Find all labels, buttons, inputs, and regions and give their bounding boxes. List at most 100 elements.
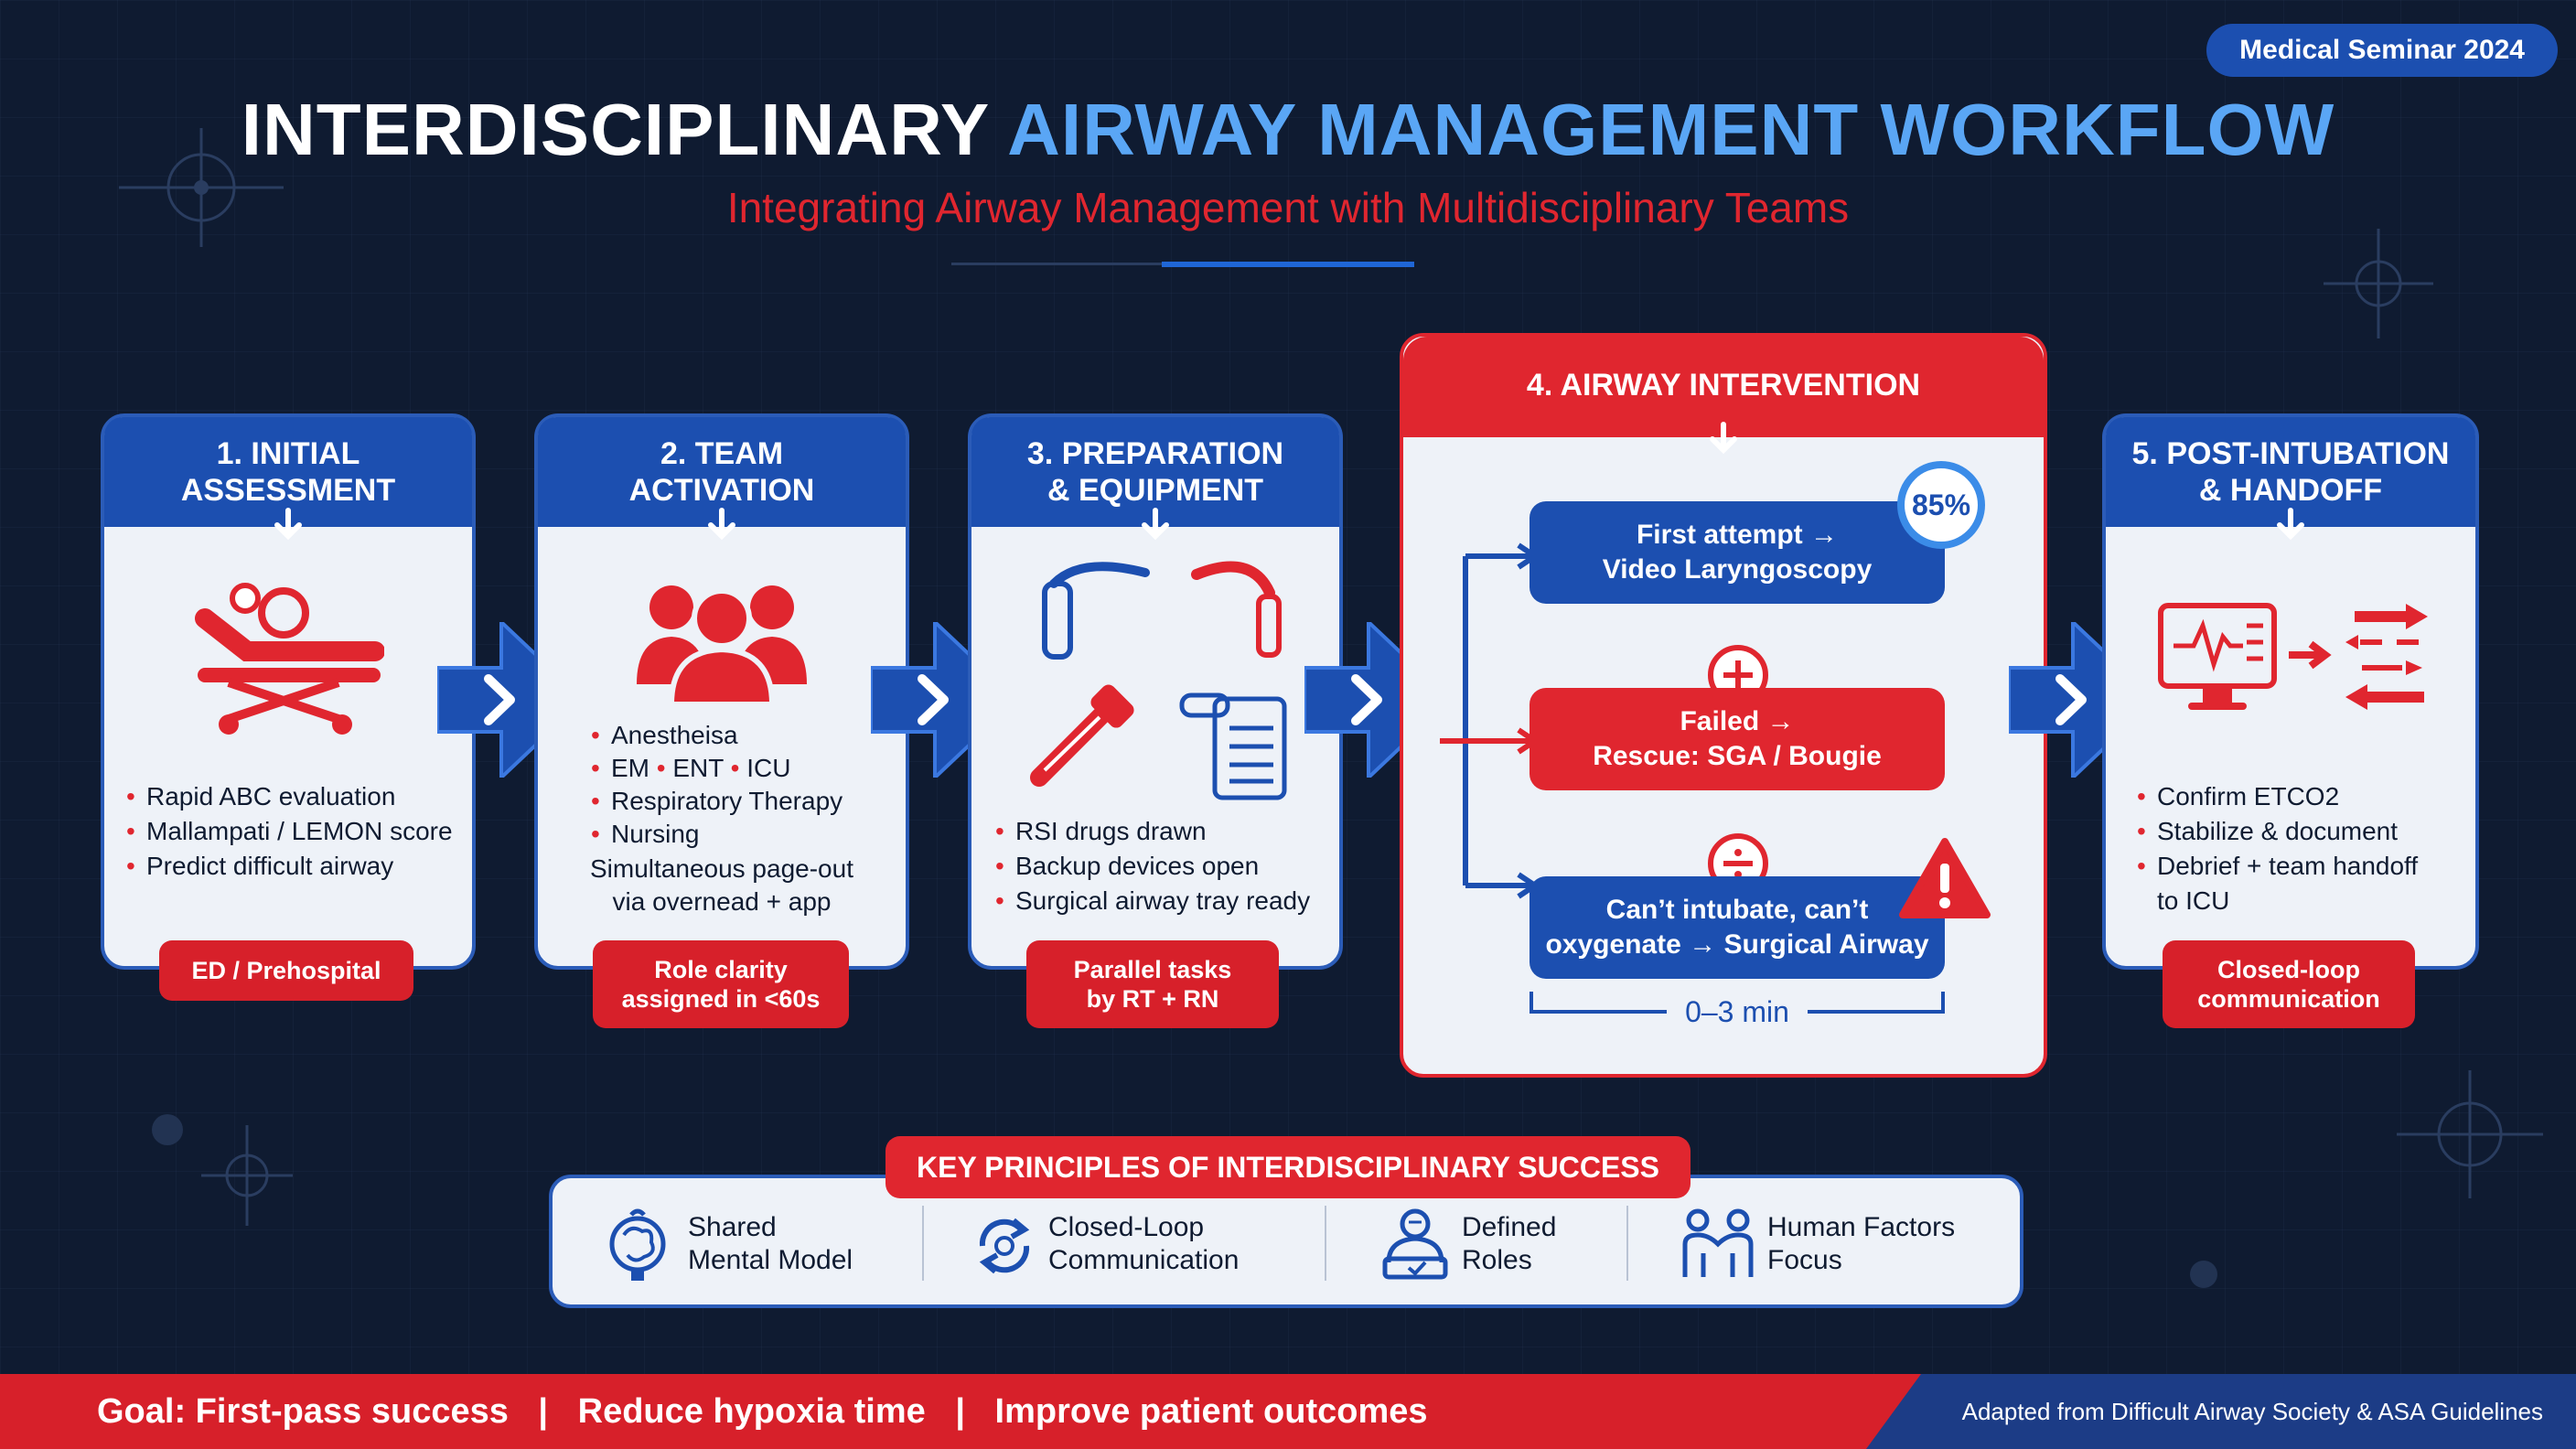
footer-goal-item: Goal: First-pass success bbox=[97, 1392, 509, 1431]
tag-line: by RT + RN bbox=[1086, 985, 1219, 1013]
bullet-item: Predict difficult airway bbox=[126, 849, 453, 884]
tag-line: Role clarity bbox=[654, 956, 788, 983]
tag-line: ED / Prehospital bbox=[191, 957, 381, 984]
step-bullets: •Confirm ETCO2 •Stabilize & document •De… bbox=[2137, 779, 2418, 918]
seminar-badge: Medical Seminar 2024 bbox=[2206, 24, 2558, 77]
box-line: First attempt → bbox=[1636, 520, 1839, 550]
box-line: oxygenate → Surgical Airway bbox=[1545, 929, 1929, 960]
arrow-down-icon bbox=[2277, 508, 2304, 541]
step-header: 5. POST-INTUBATION & HANDOFF bbox=[2106, 417, 2475, 527]
laryngoscope-icon bbox=[1042, 562, 1150, 660]
step-bullets: •Anestheisa •EM • ENT • ICU •Respiratory… bbox=[591, 719, 843, 851]
tag-line: Parallel tasks bbox=[1073, 956, 1232, 983]
arrow-right-icon bbox=[2289, 640, 2332, 670]
step-tag: Parallel tasks by RT + RN bbox=[1026, 940, 1279, 1028]
bullet-text: ICU bbox=[746, 754, 791, 782]
crosshair-icon bbox=[2324, 229, 2433, 338]
transfer-arrows-icon bbox=[2345, 604, 2428, 710]
tag-line: assigned in <60s bbox=[621, 985, 821, 1013]
bullet-item: RSI drugs drawn bbox=[995, 814, 1310, 849]
footer-goal-item: Improve patient outcomes bbox=[994, 1392, 1428, 1431]
subtitle-divider-accent bbox=[1162, 262, 1414, 267]
bullet-text: EM bbox=[611, 754, 649, 782]
principle-label: Shared Mental Model bbox=[688, 1211, 853, 1277]
principle-line: Human Factors bbox=[1767, 1212, 1956, 1242]
tag-line: Closed-loop bbox=[2217, 956, 2360, 983]
surgical-airway-box: Can’t intubate, can’t oxygenate → Surgic… bbox=[1530, 876, 1945, 979]
footer-separator: | bbox=[538, 1392, 549, 1431]
step-title-line: 3. PREPARATION bbox=[1026, 436, 1284, 471]
principle-line: Closed-Loop bbox=[1048, 1212, 1205, 1242]
step-title-line: 5. POST-INTUBATION bbox=[2131, 436, 2450, 471]
principles-title: KEY PRINCIPLES OF INTERDISCIPLINARY SUCC… bbox=[886, 1136, 1690, 1198]
bullet-text: Nursing bbox=[611, 820, 700, 848]
principle-line: Focus bbox=[1767, 1245, 1842, 1275]
principle-label: Defined Roles bbox=[1462, 1211, 1556, 1277]
success-rate-ring: 85% bbox=[1897, 461, 1985, 549]
patient-stretcher-icon bbox=[195, 583, 384, 735]
step-card-team-activation: 2. TEAM ACTIVATION •Anestheisa •EM • ENT… bbox=[534, 413, 909, 970]
brain-icon bbox=[609, 1208, 666, 1281]
loop-icon bbox=[979, 1218, 1030, 1274]
bullet-text: Confirm ETCO2 bbox=[2157, 782, 2340, 810]
timeline-label: 0–3 min bbox=[1685, 995, 1789, 1028]
role-icon bbox=[1382, 1208, 1448, 1280]
bullet-text: Stabilize & document bbox=[2157, 817, 2399, 845]
note-line: via overnead + app bbox=[612, 887, 832, 916]
warning-icon bbox=[1899, 838, 1991, 918]
step-title-line: ACTIVATION bbox=[628, 473, 815, 508]
bullet-text: Debrief + team handoff bbox=[2157, 852, 2419, 880]
crosshair-icon bbox=[201, 1125, 293, 1226]
team-icon bbox=[1682, 1208, 1754, 1277]
step-title: 4. AIRWAY INTERVENTION bbox=[1526, 368, 1921, 402]
bullet-text: Anestheisa bbox=[611, 721, 738, 749]
bullet-item: Surgical airway tray ready bbox=[995, 884, 1310, 918]
principle-divider bbox=[922, 1206, 924, 1281]
step-title-line: 2. TEAM bbox=[660, 436, 784, 471]
bullet-item: •Respiratory Therapy bbox=[591, 787, 843, 815]
principle-line: Mental Model bbox=[688, 1245, 853, 1275]
decor-dot bbox=[152, 1114, 183, 1145]
bullet-item: •Nursing bbox=[591, 820, 700, 848]
footer-goals: Goal: First-pass success | Reduce hypoxi… bbox=[97, 1374, 1428, 1449]
step-tag: ED / Prehospital bbox=[159, 940, 413, 1001]
step-header: 4. AIRWAY INTERVENTION bbox=[1403, 337, 2044, 437]
arrow-down-icon bbox=[708, 508, 735, 541]
box-line: Failed → bbox=[1680, 706, 1795, 736]
bullet-text: ENT bbox=[672, 754, 724, 782]
step-note: Simultaneous page-out via overnead + app bbox=[538, 853, 906, 918]
bullet-text: Respiratory Therapy bbox=[611, 787, 843, 815]
arrow-down-icon bbox=[1142, 508, 1169, 541]
tag-line: communication bbox=[2197, 985, 2380, 1013]
timeline-bracket bbox=[1530, 992, 1945, 1014]
page-subtitle: Integrating Airway Management with Multi… bbox=[726, 184, 1850, 231]
box-line: Video Laryngoscopy bbox=[1602, 554, 1873, 585]
step-tag: Role clarity assigned in <60s bbox=[593, 940, 849, 1028]
rescue-box: Failed → Rescue: SGA / Bougie bbox=[1530, 688, 1945, 790]
footer-goal-item: Reduce hypoxia time bbox=[577, 1392, 926, 1431]
crosshair-icon bbox=[2397, 1070, 2543, 1198]
footer-source-bar bbox=[1866, 1374, 2576, 1449]
note-line: Simultaneous page-out bbox=[590, 854, 853, 883]
decor-dot bbox=[2190, 1261, 2217, 1288]
step-card-preparation-equipment: 3. PREPARATION & EQUIPMENT RSI drugs dra… bbox=[968, 413, 1343, 970]
laryngoscope-blade-icon bbox=[1191, 561, 1282, 658]
bullet-item: •Stabilize & document bbox=[2137, 817, 2399, 845]
bougie-tool-icon bbox=[1030, 684, 1134, 787]
bullet-item: Backup devices open bbox=[995, 849, 1310, 884]
crosshair-icon bbox=[119, 128, 284, 247]
bullet-item: •Confirm ETCO2 bbox=[2137, 782, 2340, 810]
footer-source: Adapted from Difficult Airway Society & … bbox=[1961, 1398, 2543, 1425]
bullet-continuation: to ICU bbox=[2157, 886, 2230, 915]
bullet-item: •Debrief + team handoff bbox=[2137, 852, 2419, 880]
success-rate-value: 85% bbox=[1911, 488, 1971, 521]
step-card-airway-intervention: 4. AIRWAY INTERVENTION First attempt → V… bbox=[1400, 333, 2047, 1078]
principle-label: Closed-Loop Communication bbox=[1048, 1211, 1239, 1277]
first-attempt-box: First attempt → Video Laryngoscopy bbox=[1530, 501, 1945, 604]
bullet-item: •Anestheisa bbox=[591, 721, 738, 749]
principle-line: Shared bbox=[688, 1212, 777, 1242]
principle-label: Human Factors Focus bbox=[1767, 1211, 1955, 1277]
step-title-line: ASSESSMENT bbox=[180, 473, 396, 508]
box-line: Rescue: SGA / Bougie bbox=[1593, 741, 1882, 771]
step-card-post-intubation: 5. POST-INTUBATION & HANDOFF •Confirm ET… bbox=[2102, 413, 2479, 970]
